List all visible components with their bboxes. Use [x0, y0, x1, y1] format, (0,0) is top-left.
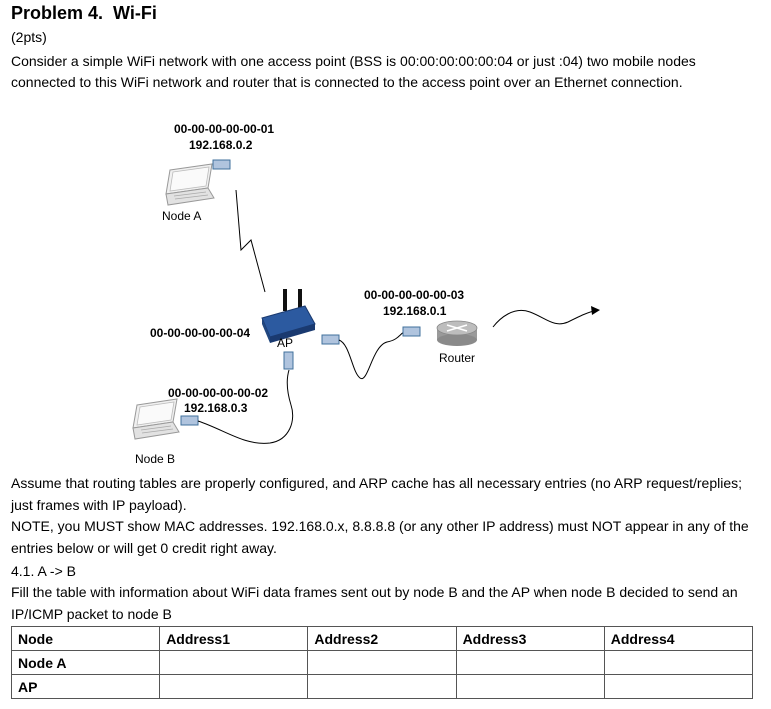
problem-points: (2pts) — [11, 29, 47, 45]
node-a-mac: 00-00-00-00-00-01 — [174, 122, 274, 136]
ethernet-port-ap — [321, 334, 340, 345]
instruction-text: Fill the table with information about Wi… — [11, 584, 738, 622]
cell-address2[interactable] — [307, 650, 457, 675]
cell-address3[interactable] — [455, 650, 605, 675]
laptop-icon-node-a — [165, 163, 215, 206]
wifi-adapter-node-a — [212, 159, 231, 170]
header-address3: Address3 — [455, 626, 605, 651]
assumption-text: Assume that routing tables are properly … — [11, 475, 743, 513]
cell-address3[interactable] — [455, 674, 605, 699]
cell-address2[interactable] — [307, 674, 457, 699]
cell-address4[interactable] — [603, 674, 754, 699]
internet-link — [492, 309, 599, 328]
cell-address1[interactable] — [159, 674, 309, 699]
row-node-label: AP — [10, 674, 161, 699]
ap-mac: 00-00-00-00-00-04 — [150, 326, 250, 340]
table-row: Node A — [10, 650, 754, 675]
table-row: AP — [10, 674, 754, 699]
frames-table: Node Address1 Address2 Address3 Address4… — [10, 626, 754, 699]
router-icon-ap — [261, 289, 316, 343]
wifi-adapter-node-b — [180, 415, 199, 426]
node-a-label: Node A — [162, 209, 201, 223]
ethernet-port-router — [402, 326, 421, 337]
cell-address4[interactable] — [603, 650, 754, 675]
problem-intro: Consider a simple WiFi network with one … — [11, 53, 696, 90]
node-a-ip: 192.168.0.2 — [189, 138, 253, 152]
section-heading: 4.1. A -> B — [11, 563, 76, 579]
note-text: NOTE, you MUST show MAC addresses. 192.1… — [11, 518, 749, 556]
header-node: Node — [10, 626, 161, 651]
node-b-label: Node B — [135, 452, 175, 466]
node-b-mac: 00-00-00-00-00-02 — [168, 386, 268, 400]
router-mac: 00-00-00-00-00-03 — [364, 288, 464, 302]
router-ip: 192.168.0.1 — [383, 304, 447, 318]
arrow-icon — [591, 306, 600, 315]
header-address1: Address1 — [159, 626, 309, 651]
ap-label: AP — [277, 336, 293, 350]
table-header-row: Node Address1 Address2 Address3 Address4 — [10, 626, 754, 651]
wireless-link-b — [197, 369, 294, 444]
wifi-adapter-ap — [283, 351, 294, 370]
wireless-link-a — [235, 189, 266, 293]
problem-title: Problem 4. Wi-Fi — [11, 3, 157, 23]
cell-address1[interactable] — [159, 650, 309, 675]
router-icon — [436, 320, 478, 346]
laptop-icon-node-b — [132, 398, 180, 440]
ethernet-cable — [338, 331, 405, 379]
row-node-label: Node A — [10, 650, 161, 675]
node-b-ip: 192.168.0.3 — [184, 401, 248, 415]
header-address4: Address4 — [603, 626, 754, 651]
header-address2: Address2 — [307, 626, 457, 651]
router-label: Router — [439, 351, 475, 365]
